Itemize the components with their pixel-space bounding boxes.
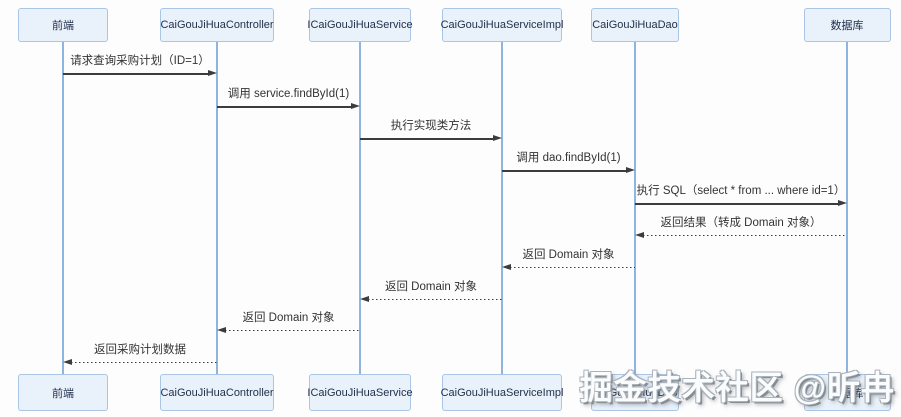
- message-line-8: [225, 330, 360, 332]
- watermark: 掘金技术社区 @昕冉: [579, 369, 895, 406]
- participant-top-box-frontend: 前端: [18, 8, 108, 42]
- lifeline-controller: [216, 42, 218, 374]
- message-label-1: 调用 service.findById(1): [227, 88, 350, 100]
- participant-bottom-box-frontend: 前端: [18, 374, 108, 411]
- message-line-5: [643, 235, 847, 237]
- participant-top-box-service-interface: ICaiGouJiHuaService: [307, 8, 413, 42]
- lifeline-service-impl: [501, 42, 503, 374]
- message-line-7: [368, 299, 502, 301]
- message-label-3: 调用 dao.findById(1): [516, 152, 621, 164]
- message-line-3: [502, 170, 627, 172]
- message-label-8: 返回 Domain 对象: [242, 312, 335, 324]
- participant-top-box-database: 数据库: [803, 8, 891, 42]
- lifeline-dao: [634, 42, 636, 374]
- message-arrowhead-2: [493, 135, 502, 141]
- participant-bottom-box-controller: CaiGouJiHuaController: [160, 374, 274, 411]
- message-arrowhead-9: [63, 359, 72, 365]
- lifeline-frontend: [62, 42, 64, 374]
- participant-bottom-box-database: 数据库: [803, 374, 891, 411]
- participant-bottom-box-service-interface: ICaiGouJiHuaService: [307, 374, 413, 411]
- participant-top-box-controller: CaiGouJiHuaController: [160, 8, 274, 42]
- lifeline-service-interface: [359, 42, 361, 374]
- message-line-6: [510, 267, 635, 269]
- message-line-9: [71, 362, 217, 364]
- message-label-2: 执行实现类方法: [390, 120, 472, 132]
- participant-top-box-service-impl: CaiGouJiHuaServiceImpl: [441, 8, 563, 42]
- lifeline-database: [846, 42, 848, 374]
- message-arrowhead-7: [360, 296, 369, 302]
- message-arrowhead-1: [351, 103, 360, 109]
- message-label-5: 返回结果（转成 Domain 对象）: [660, 217, 822, 229]
- participant-bottom-box-dao: CaiGouJiHuaDao: [591, 374, 679, 411]
- message-arrowhead-3: [626, 167, 635, 173]
- message-line-2: [360, 138, 494, 140]
- message-arrowhead-4: [838, 200, 847, 206]
- message-arrowhead-6: [502, 264, 511, 270]
- participant-top-box-dao: CaiGouJiHuaDao: [591, 8, 679, 42]
- message-line-1: [217, 106, 352, 108]
- message-label-4: 执行 SQL（select * from ... where id=1）: [636, 185, 846, 197]
- message-arrowhead-0: [208, 70, 217, 76]
- message-line-0: [63, 73, 209, 75]
- message-arrowhead-8: [217, 327, 226, 333]
- message-label-9: 返回采购计划数据: [94, 344, 186, 356]
- message-label-6: 返回 Domain 对象: [522, 249, 615, 261]
- message-line-4: [635, 203, 839, 205]
- participant-bottom-box-service-impl: CaiGouJiHuaServiceImpl: [441, 374, 563, 411]
- message-label-0: 请求查询采购计划（ID=1）: [70, 55, 210, 67]
- message-label-7: 返回 Domain 对象: [384, 281, 478, 293]
- message-arrowhead-5: [635, 232, 644, 238]
